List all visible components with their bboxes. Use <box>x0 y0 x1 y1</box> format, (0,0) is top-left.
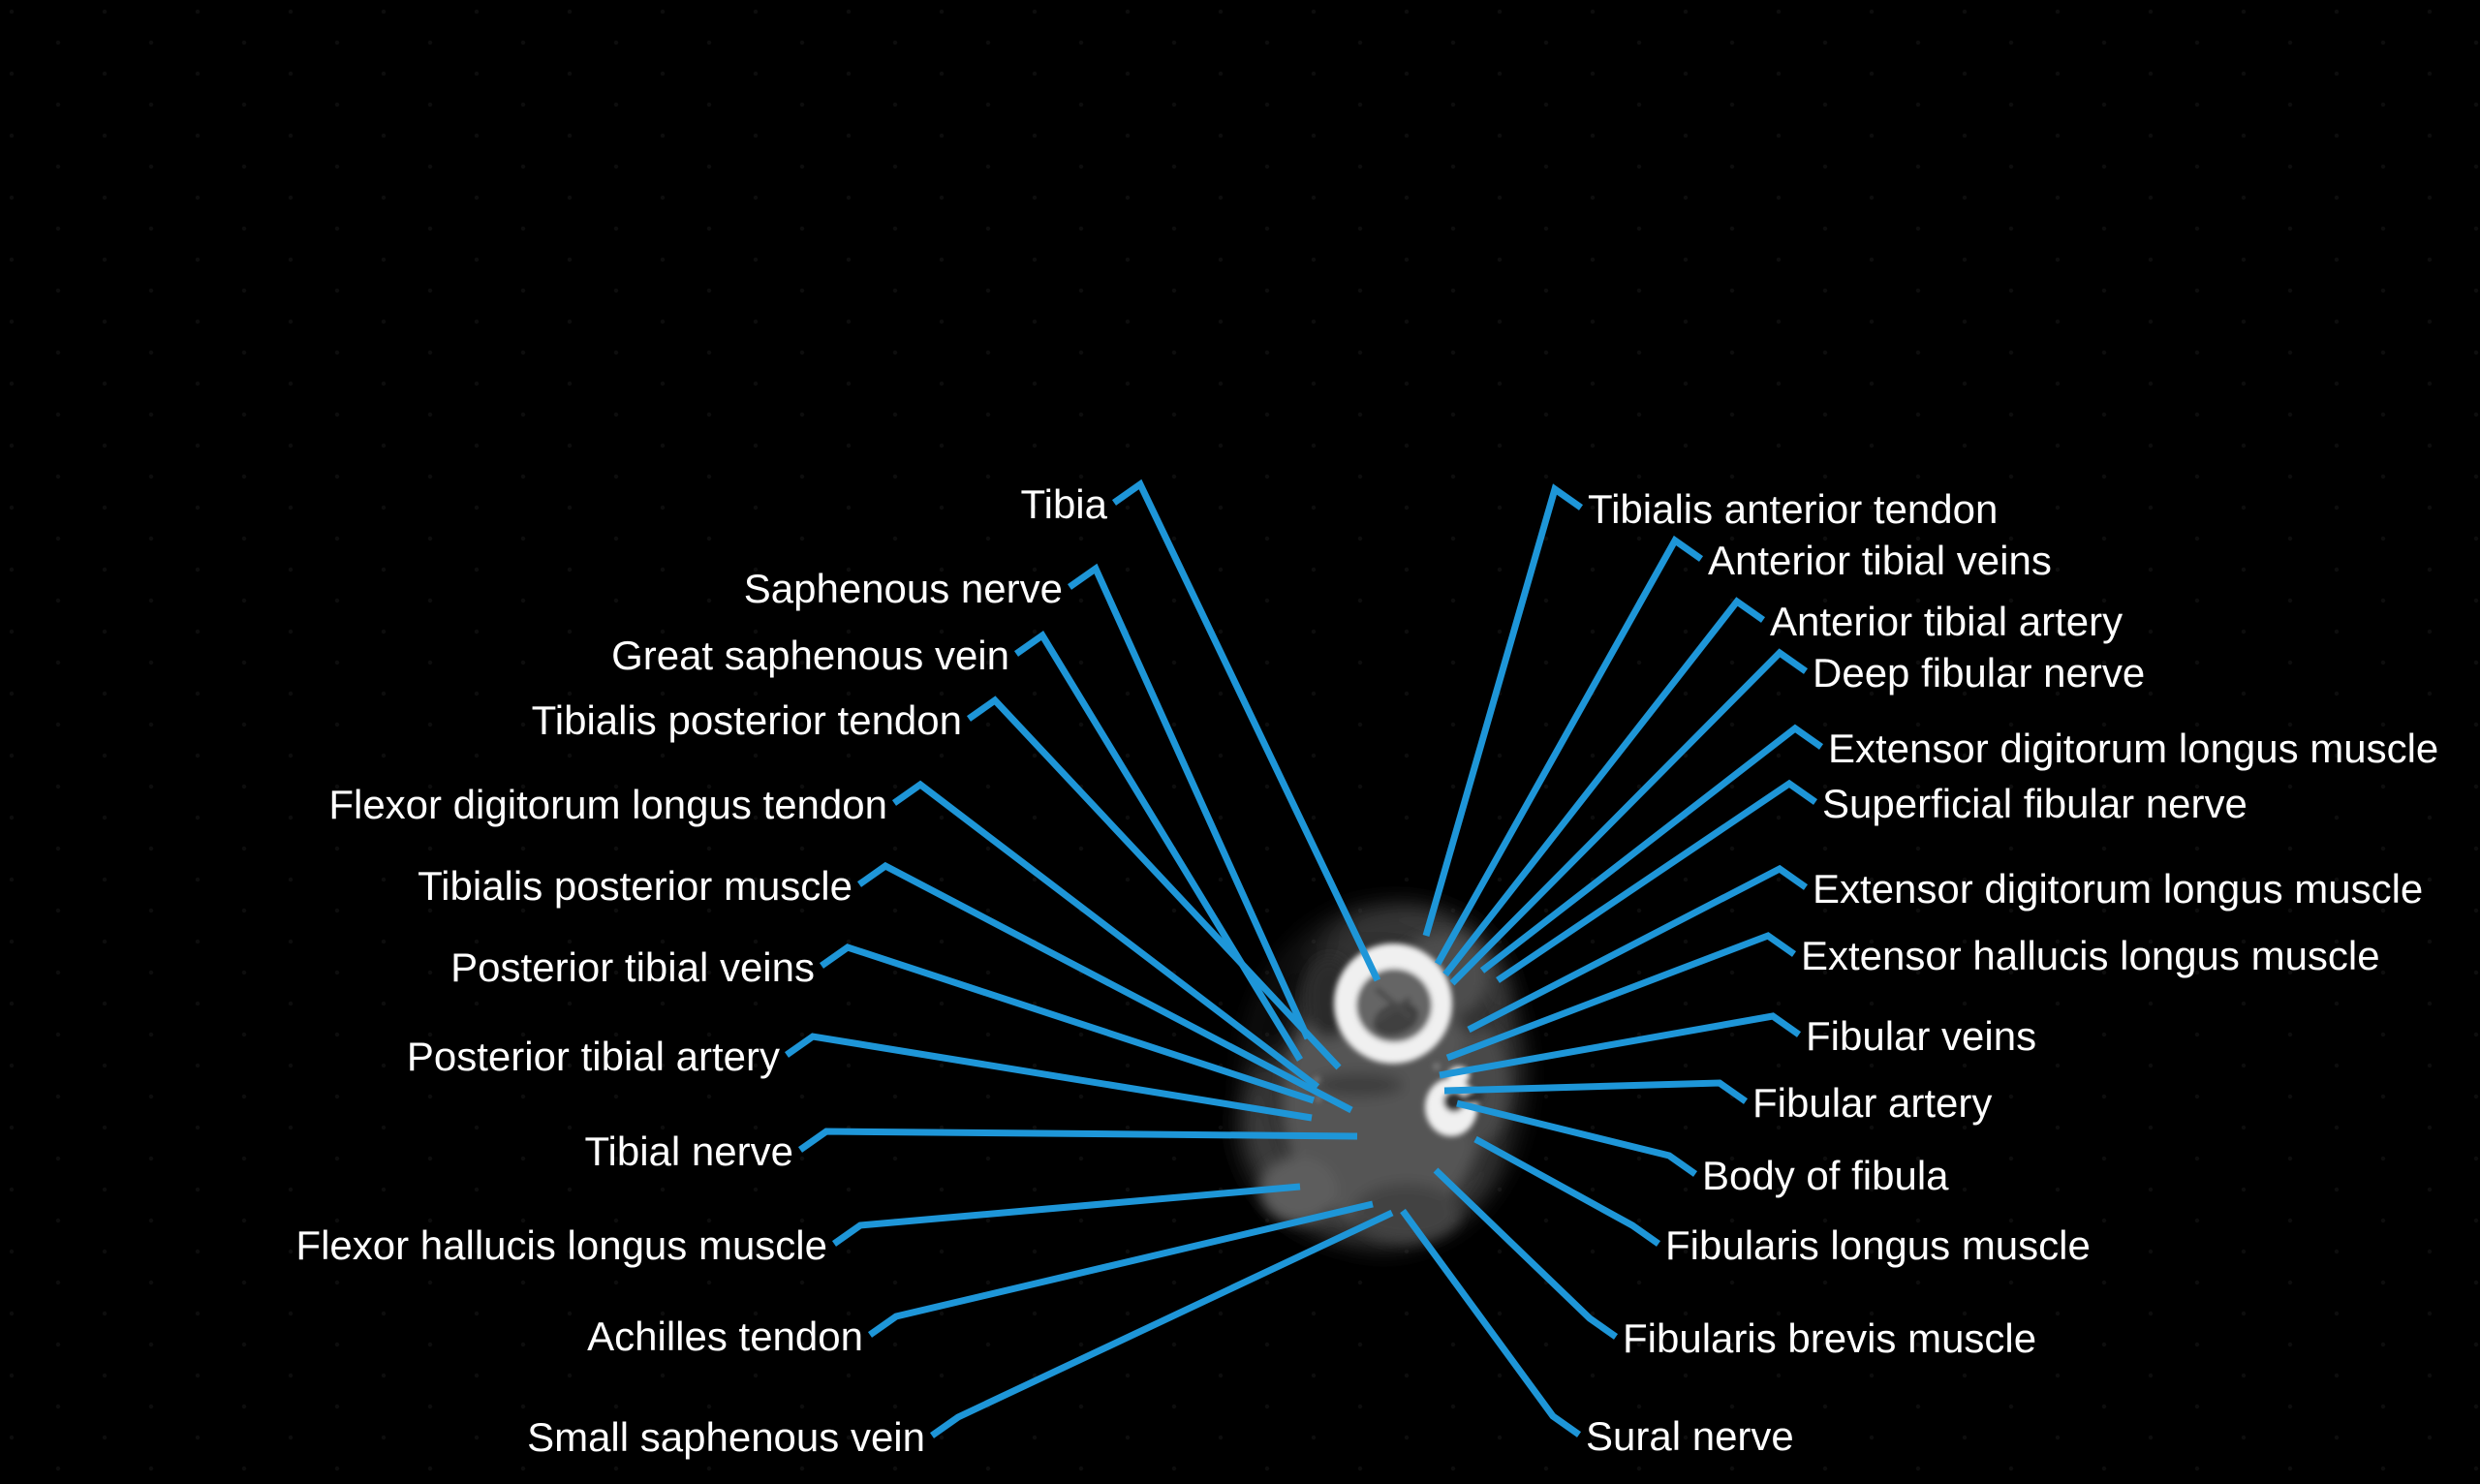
label-fibular-veins: Fibular veins <box>1806 1012 2037 1059</box>
label-fibular-artery: Fibular artery <box>1752 1079 1993 1126</box>
label-flexor-digitorum-longus-tendon: Flexor digitorum longus tendon <box>328 781 887 827</box>
label-posterior-tibial-artery: Posterior tibial artery <box>406 1033 780 1079</box>
label-anterior-tibial-artery: Anterior tibial artery <box>1770 598 2124 644</box>
label-flexor-hallucis-longus-muscle: Flexor hallucis longus muscle <box>295 1221 827 1268</box>
leader-line-flexor-hallucis-longus-muscle <box>831 1183 1301 1247</box>
label-deep-fibular-nerve: Deep fibular nerve <box>1813 649 2146 696</box>
leader-line-extensor-hallucis-longus-muscle <box>1445 932 1797 1062</box>
label-extensor-digitorum-longus-muscle-2: Extensor digitorum longus muscle <box>1813 865 2424 912</box>
label-tibialis-posterior-muscle: Tibialis posterior muscle <box>418 862 852 909</box>
label-body-of-fibula: Body of fibula <box>1702 1152 1949 1198</box>
label-tibia: Tibia <box>1020 480 1107 527</box>
leader-line-fibular-artery <box>1443 1079 1749 1104</box>
leader-line-body-of-fibula <box>1456 1099 1698 1177</box>
leader-line-great-saphenous-vein <box>1013 630 1303 1062</box>
label-tibialis-anterior-tendon: Tibialis anterior tendon <box>1588 485 1999 532</box>
leader-line-flexor-digitorum-longus-tendon <box>891 780 1320 1090</box>
label-extensor-digitorum-longus-muscle: Extensor digitorum longus muscle <box>1828 725 2439 771</box>
leader-line-anterior-tibial-veins <box>1434 535 1704 966</box>
leader-line-extensor-digitorum-longus-muscle-2 <box>1467 864 1809 1034</box>
leader-line-tibialis-posterior-muscle <box>856 861 1353 1114</box>
leader-line-tibialis-posterior-tendon <box>966 696 1342 1070</box>
leader-line-anterior-tibial-artery <box>1442 597 1766 977</box>
leader-line-superficial-fibular-nerve <box>1496 779 1818 983</box>
label-anterior-tibial-veins: Anterior tibial veins <box>1708 537 2052 583</box>
leader-line-saphenous-nerve <box>1067 563 1312 1040</box>
label-tibialis-posterior-tendon: Tibialis posterior tendon <box>531 696 962 743</box>
label-great-saphenous-vein: Great saphenous vein <box>611 632 1009 678</box>
label-fibularis-longus-muscle: Fibularis longus muscle <box>1665 1221 2091 1268</box>
label-achilles-tendon: Achilles tendon <box>587 1313 863 1359</box>
label-extensor-hallucis-longus-muscle: Extensor hallucis longus muscle <box>1801 932 2380 978</box>
label-tibial-nerve: Tibial nerve <box>584 1128 793 1174</box>
leader-lines <box>784 479 1824 1438</box>
label-sural-nerve: Sural nerve <box>1586 1412 1794 1459</box>
label-superficial-fibular-nerve: Superficial fibular nerve <box>1822 780 2248 826</box>
leader-line-tibialis-anterior-tendon <box>1422 483 1584 937</box>
leader-line-sural-nerve <box>1400 1208 1582 1438</box>
label-posterior-tibial-veins: Posterior tibial veins <box>450 943 815 990</box>
leader-line-tibial-nerve <box>797 1128 1358 1153</box>
leader-line-achilles-tendon <box>867 1200 1374 1338</box>
leader-line-extensor-digitorum-longus-muscle <box>1479 724 1824 974</box>
label-fibularis-brevis-muscle: Fibularis brevis muscle <box>1623 1314 2037 1361</box>
leader-line-posterior-tibial-veins <box>819 943 1316 1104</box>
leader-line-small-saphenous-vein <box>929 1209 1394 1438</box>
leader-line-fibularis-brevis-muscle <box>1433 1167 1619 1340</box>
label-small-saphenous-vein: Small saphenous vein <box>527 1413 925 1460</box>
leader-line-fibularis-longus-muscle <box>1473 1135 1661 1247</box>
leader-line-deep-fibular-nerve <box>1449 648 1809 986</box>
leader-line-tibia <box>1111 479 1381 982</box>
leader-line-fibular-veins <box>1439 1012 1802 1079</box>
leader-line-posterior-tibial-artery <box>784 1033 1313 1122</box>
label-saphenous-nerve: Saphenous nerve <box>743 565 1063 611</box>
